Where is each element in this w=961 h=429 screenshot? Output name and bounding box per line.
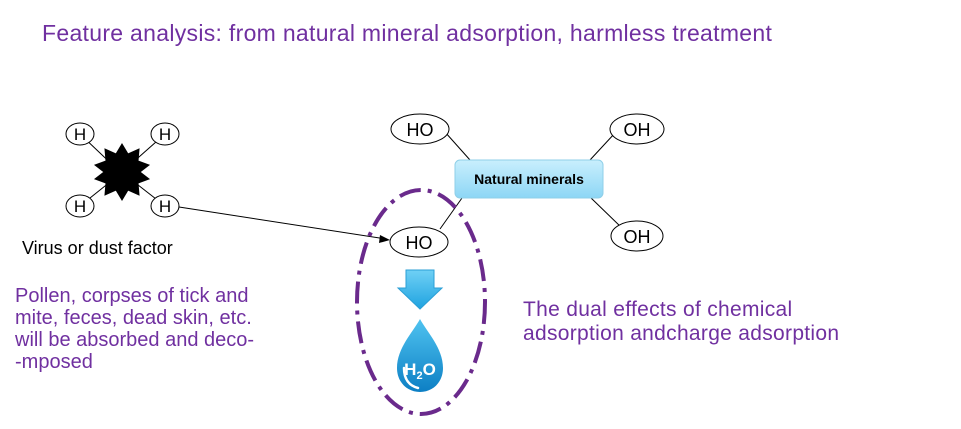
svg-text:Natural minerals: Natural minerals	[474, 171, 584, 187]
page-title: Feature analysis: from natural mineral a…	[42, 20, 773, 46]
ho-group-top-left: HO	[390, 113, 450, 145]
bond-arrow	[178, 206, 390, 243]
dual-effects-line: The dual effects of chemical	[523, 298, 793, 321]
svg-text:H: H	[159, 125, 171, 144]
down-arrow-icon	[396, 269, 444, 310]
h-atom-bottom-right: H	[150, 194, 180, 218]
h-atom-top-left: H	[65, 122, 95, 146]
dust-particle-icon	[93, 143, 151, 201]
virus-particle	[79, 133, 166, 207]
svg-text:H: H	[74, 197, 86, 216]
virus-label: Virus or dust factor	[22, 238, 173, 258]
dual-effects-text: The dual effects of chemical adsorption …	[523, 298, 839, 346]
reaction-highlight-ellipse	[355, 188, 487, 416]
water-drop-icon: H2O	[397, 319, 443, 392]
h-atom-top-right: H	[150, 122, 180, 146]
svg-text:H: H	[159, 197, 171, 216]
svg-text:OH: OH	[624, 227, 651, 247]
oh-group-bottom-right: OH	[610, 220, 664, 252]
water-formula: H2O	[404, 360, 436, 382]
svg-text:HO: HO	[407, 120, 434, 140]
h-atom-bottom-left: H	[65, 194, 95, 218]
ho-group-bottom: HO	[389, 226, 449, 258]
oh-group-top-right: OH	[609, 113, 665, 145]
pollen-note: Pollen, corpses of tick and mite, feces,…	[15, 285, 254, 373]
pollen-note-line: will be absorbed and deco-	[15, 329, 255, 351]
svg-text:HO: HO	[406, 233, 433, 253]
pollen-note-line: mite, feces, dead skin, etc.	[15, 307, 252, 329]
pollen-note-line: Pollen, corpses of tick and	[15, 285, 249, 307]
natural-minerals-box: Natural minerals	[454, 159, 604, 199]
mineral-bonds	[439, 131, 623, 230]
svg-text:H: H	[74, 125, 86, 144]
svg-text:OH: OH	[624, 120, 651, 140]
pollen-note-line: -mposed	[15, 351, 93, 373]
dual-effects-line: adsorption andcharge adsorption	[523, 322, 840, 345]
